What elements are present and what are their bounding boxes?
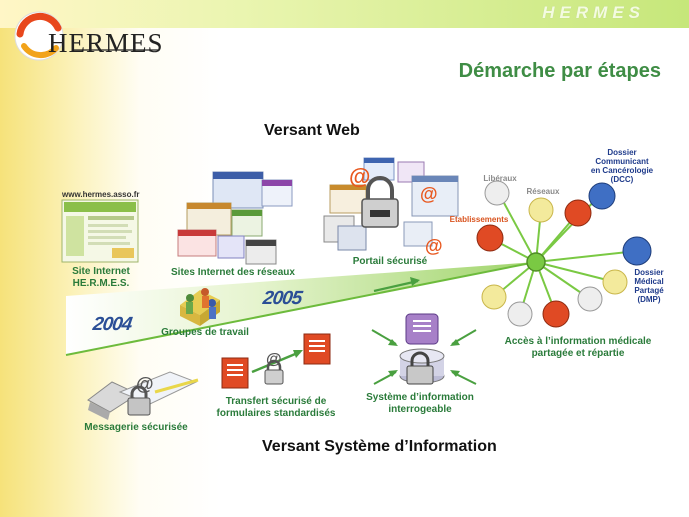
label-portail: Portail sécurisé <box>352 256 428 267</box>
timeline-arrow <box>373 279 419 293</box>
hub-center <box>526 252 546 272</box>
groupes-figure <box>180 288 220 326</box>
hub-label-dmp: Dossier Médical Partagé (DMP) <box>634 268 664 304</box>
site-internet-screenshot <box>61 199 139 263</box>
logo-mark-icon <box>14 11 158 61</box>
label-sites-reseaux: Sites Internet des réseaux <box>171 267 295 278</box>
hub-label-dcc: Dossier Communicant en Cancérologie (DCC… <box>590 148 654 184</box>
label-site-internet: Site Internet HE.R.M.E.S. <box>72 266 130 289</box>
slide-title: Démarche par étapes <box>458 60 661 82</box>
svg-text:@: @ <box>266 351 282 368</box>
svg-text:@: @ <box>420 184 438 204</box>
label-acces: Accès à l’information médicale partagée … <box>504 336 652 359</box>
systeme-information-graphic <box>371 313 477 385</box>
transfert-documents: @ <box>221 333 331 389</box>
section-title-si: Versant Système d’Information <box>262 438 497 455</box>
hub-label-etablissements: Etablissements <box>449 215 509 224</box>
svg-text:@: @ <box>136 374 154 394</box>
year-2004: 2004 <box>91 314 133 335</box>
sites-reseaux-screenshots <box>177 171 293 265</box>
messagerie-envelopes: @ <box>87 371 198 420</box>
year-2005: 2005 <box>261 288 303 309</box>
banner-brand: HERMES <box>542 3 645 22</box>
top-banner: HERMES <box>0 0 689 28</box>
section-title-web: Versant Web <box>264 122 360 139</box>
hub-label-liberaux: Libéraux <box>483 174 517 183</box>
site-url: www.hermes.asso.fr <box>62 190 140 199</box>
hub-label-reseaux: Réseaux <box>526 187 560 196</box>
portail-screenshots: @ @ @ <box>323 157 459 256</box>
hermes-logo: HERMES <box>12 6 164 64</box>
svg-text:@: @ <box>349 164 370 189</box>
logo-text: HERMES <box>48 28 164 58</box>
label-transfert: Transfert sécurisé de formulaires standa… <box>216 396 336 419</box>
label-groupes: Groupes de travail <box>161 327 249 338</box>
label-messagerie: Messagerie sécurisée <box>84 422 188 433</box>
hub-network <box>476 180 652 328</box>
svg-text:@: @ <box>425 236 443 256</box>
timeline-edge <box>65 261 537 356</box>
label-systeme: Système d’information interrogeable <box>366 392 474 415</box>
